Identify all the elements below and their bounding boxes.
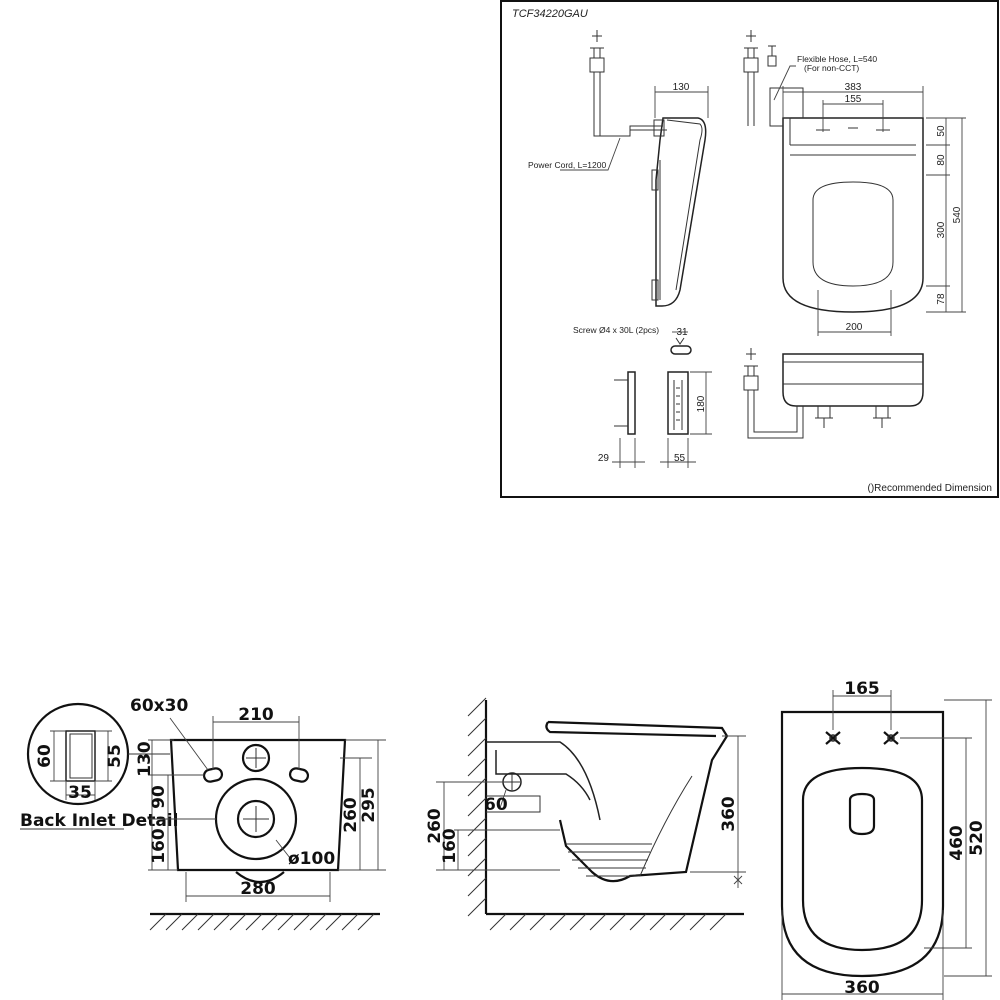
model-number: TCF34220GAU [512,8,588,20]
rear-view: 210 60x30 130 90 160 260 295 ø100 280 [130,696,386,931]
mounting-plate: 180 29 55 [598,371,712,468]
back-inlet-detail: 60 55 35 Back Inlet Detail [20,702,178,831]
side-dim-160: 160 [440,828,460,864]
side-dim-60: 60 [484,795,508,815]
power-cord-label: Power Cord, L=1200 [528,160,606,170]
rear-dim-260: 260 [341,797,361,833]
rear-dim-280: 280 [240,879,276,899]
rear-dim-210: 210 [238,705,274,725]
rear-dim-100: ø100 [288,849,335,869]
dim-29: 29 [598,453,610,464]
dim-31: 31 [676,327,688,338]
recommended-dimension-note: ()Recommended Dimension [868,483,993,494]
top-view: 165 460 520 360 [780,679,992,1000]
top-dim-360: 360 [844,978,880,998]
top-dim-460: 460 [947,825,967,861]
side-view: 260 160 60 360 [425,697,746,931]
dim-80: 80 [936,154,947,166]
side-dim-360: 360 [719,796,739,832]
for-non-cct-label: (For non-CCT) [804,63,859,73]
detail-dim-35: 35 [68,783,92,803]
rear-dim-90: 90 [149,785,169,809]
dim-78: 78 [936,293,947,305]
rear-dim-160: 160 [149,828,169,864]
seat-top-view: Flexible Hose, L=540 (For non-CCT) 383 1… [743,30,966,336]
rear-dim-130: 130 [135,741,155,777]
screw-label: Screw Ø4 x 30L (2pcs) [573,325,659,335]
rear-dim-60x30: 60x30 [130,696,188,716]
seat-side-view: Power Cord, L=1200 130 [528,30,709,307]
dim-130: 130 [673,82,690,93]
dim-200: 200 [846,322,863,333]
dim-180: 180 [696,395,707,412]
dim-55: 55 [674,453,686,464]
top-dim-165: 165 [844,679,880,699]
detail-dim-60: 60 [35,744,55,768]
side-dim-260: 260 [425,808,445,844]
dim-155: 155 [845,94,862,105]
top-dim-520: 520 [967,820,987,856]
screw-detail: Screw Ø4 x 30L (2pcs) 31 [573,325,692,355]
dim-300: 300 [936,221,947,238]
dim-540: 540 [952,206,963,223]
detail-dim-55: 55 [105,744,125,768]
dim-383: 383 [845,82,862,93]
flexible-hose-label: Flexible Hose, L=540 [797,54,877,64]
rear-dim-295: 295 [359,787,379,823]
back-inlet-detail-label: Back Inlet Detail [20,811,178,831]
spec-sheet-panel: TCF34220GAU ()Recommended Dimension Powe… [500,0,999,498]
seat-front-view [743,348,924,439]
dim-50: 50 [936,125,947,137]
